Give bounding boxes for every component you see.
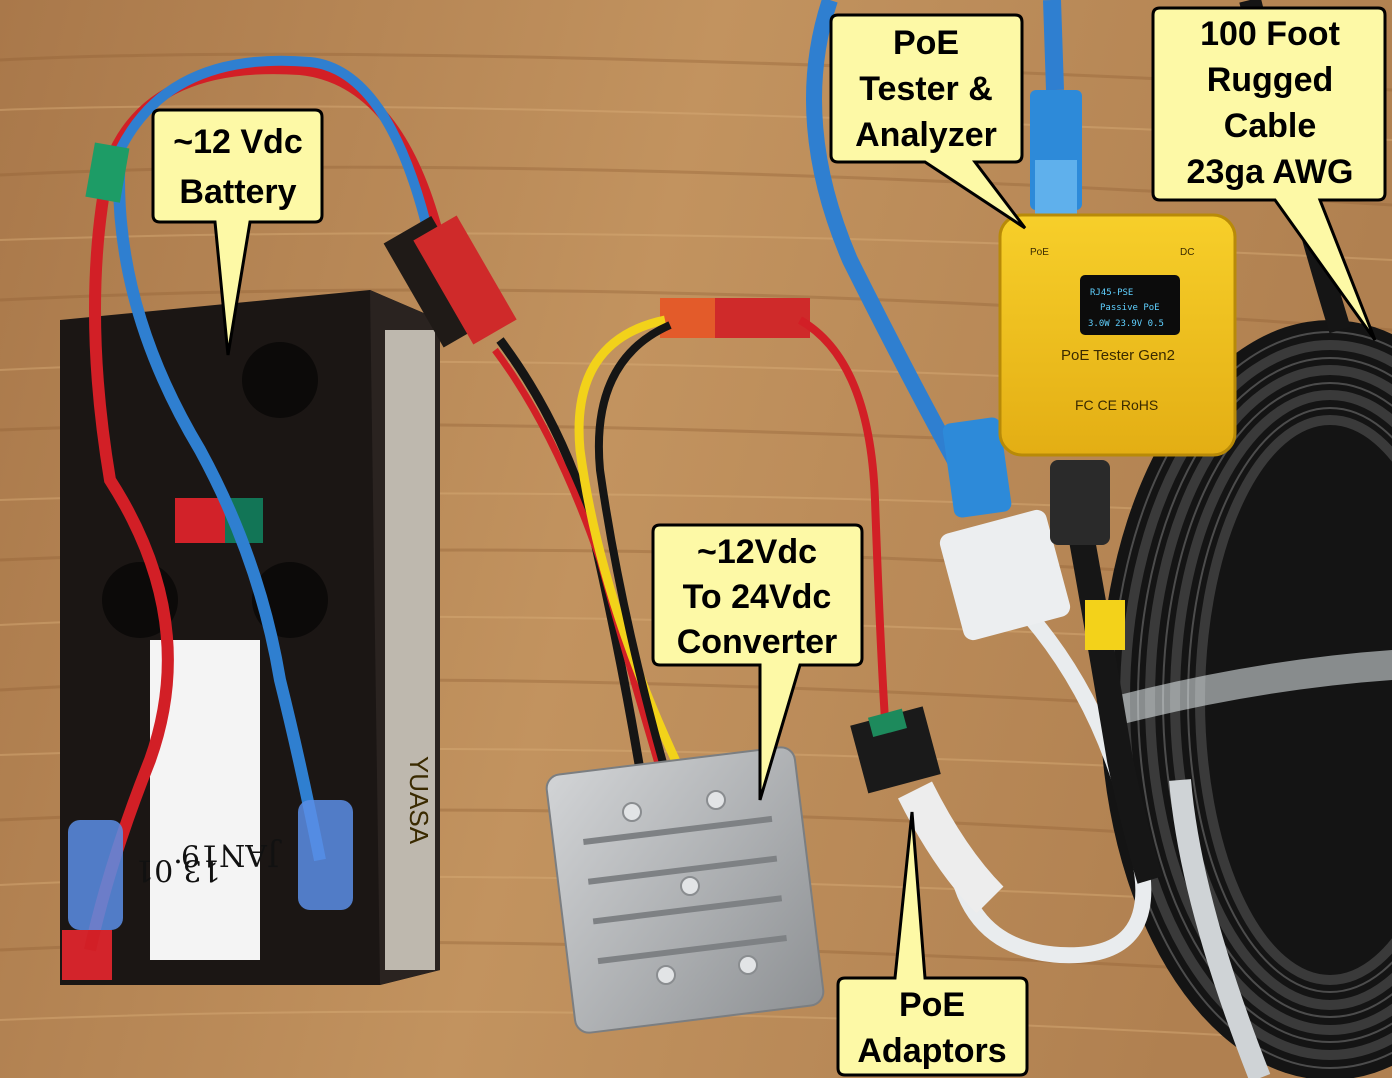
- callout-cable: 100 Foot Rugged Cable 23ga AWG: [1151, 6, 1387, 341]
- battery-brand: YUASA: [404, 756, 434, 845]
- callout-converter-line-2: To 24Vdc: [683, 578, 832, 616]
- svg-text:3.0W 23.9V 0.5: 3.0W 23.9V 0.5: [1088, 319, 1164, 329]
- callout-converter-line-1: ~12Vdc: [697, 533, 817, 571]
- dc-barrel-adaptor: [850, 706, 1004, 914]
- voltage-converter: [545, 746, 825, 1034]
- callout-cable-line-3: Cable: [1224, 107, 1317, 145]
- poe-tester-device: RJ45-PSE Passive PoE 3.0W 23.9V 0.5 PoE …: [998, 213, 1237, 457]
- tester-poe-label: PoE: [1030, 247, 1049, 258]
- callout-battery-line-2: Battery: [179, 173, 296, 211]
- callout-adaptors: PoE Adaptors: [836, 811, 1029, 1077]
- callout-cable-line-1: 100 Foot: [1200, 15, 1340, 53]
- svg-text:RJ45-PSE: RJ45-PSE: [1090, 288, 1133, 298]
- anderson-connectors: [383, 215, 810, 348]
- battery-label-voltage: 13.01: [135, 852, 221, 887]
- svg-text:Passive PoE: Passive PoE: [1100, 303, 1160, 313]
- callout-adaptors-line-2: Adaptors: [857, 1032, 1006, 1070]
- callout-tester: PoE Tester & Analyzer: [829, 13, 1027, 230]
- white-adaptor-cable: [939, 509, 1152, 964]
- converter-wires: [492, 315, 889, 772]
- black-patch-cable: [1050, 460, 1163, 884]
- callout-cable-line-4: 23ga AWG: [1187, 153, 1354, 191]
- callout-converter: ~12Vdc To 24Vdc Converter: [651, 523, 864, 801]
- tester-certification-marks: FC CE RoHS: [1075, 397, 1158, 413]
- tester-model-label: PoE Tester Gen2: [1061, 347, 1175, 364]
- callout-converter-line-3: Converter: [677, 623, 838, 661]
- callout-cable-line-2: Rugged: [1207, 61, 1334, 99]
- callout-battery: ~12 Vdc Battery: [151, 108, 324, 356]
- callout-tester-line-2: Tester &: [859, 70, 993, 108]
- callout-tester-line-1: PoE: [893, 24, 959, 62]
- blue-ethernet-cable: [806, 0, 1082, 518]
- battery-label-date: JAN19: [181, 837, 282, 872]
- callout-tester-line-3: Analyzer: [855, 116, 997, 154]
- battery-wires: [68, 55, 445, 952]
- callout-adaptors-line-1: PoE: [899, 986, 965, 1024]
- callout-battery-line-1: ~12 Vdc: [173, 123, 302, 161]
- tester-dc-label: DC: [1180, 247, 1194, 258]
